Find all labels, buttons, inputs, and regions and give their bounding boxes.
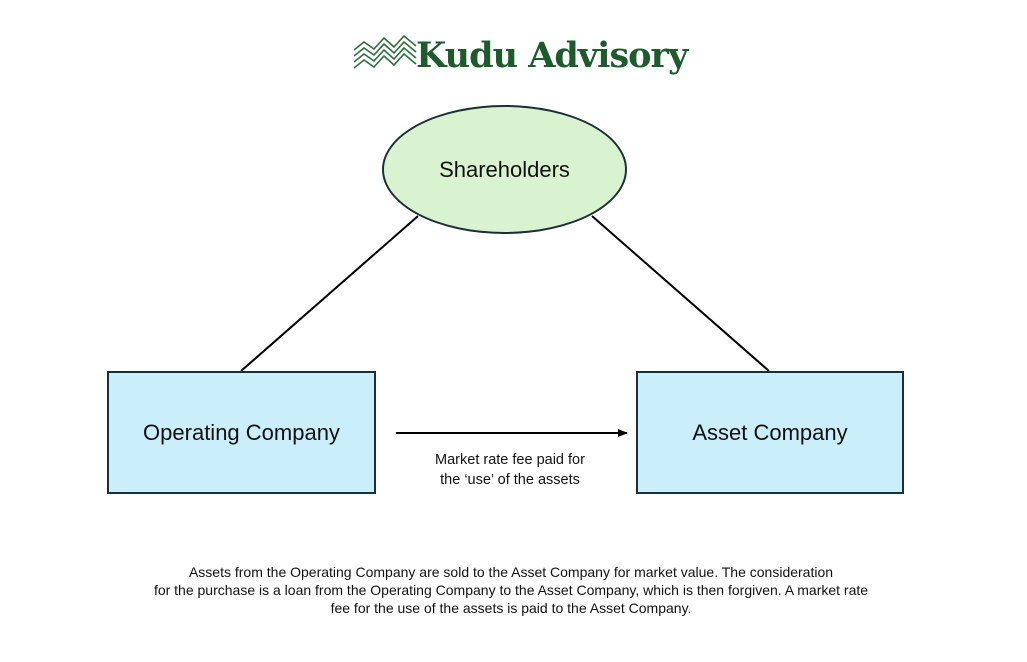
kudu-advisory-logo: Kudu Advisory bbox=[354, 32, 688, 84]
shareholders-to-asset-line bbox=[591, 215, 770, 372]
shareholders-to-operating-line bbox=[240, 215, 419, 372]
fee-label-line-2: the ‘use’ of the assets bbox=[440, 472, 580, 488]
diagram-caption: Assets from the Operating Company are so… bbox=[110, 563, 912, 617]
asset-company-node: Asset Company bbox=[636, 371, 904, 494]
operating-company-label: Operating Company bbox=[143, 419, 340, 445]
asset-company-label: Asset Company bbox=[692, 419, 848, 445]
shareholders-node: Shareholders bbox=[382, 105, 627, 234]
mountain-logo-icon bbox=[354, 34, 417, 69]
fee-arrow-label: Market rate fee paid for the ‘use’ of th… bbox=[404, 450, 616, 490]
shareholders-label: Shareholders bbox=[439, 156, 570, 182]
caption-line-2: for the purchase is a loan from the Oper… bbox=[153, 582, 869, 598]
caption-line-1: Assets from the Operating Company are so… bbox=[188, 564, 834, 580]
operating-company-node: Operating Company bbox=[107, 371, 376, 494]
logo-wordmark: Kudu Advisory bbox=[416, 35, 688, 76]
fee-label-line-1: Market rate fee paid for bbox=[435, 452, 585, 468]
caption-line-3: fee for the use of the assets is paid to… bbox=[330, 600, 692, 616]
